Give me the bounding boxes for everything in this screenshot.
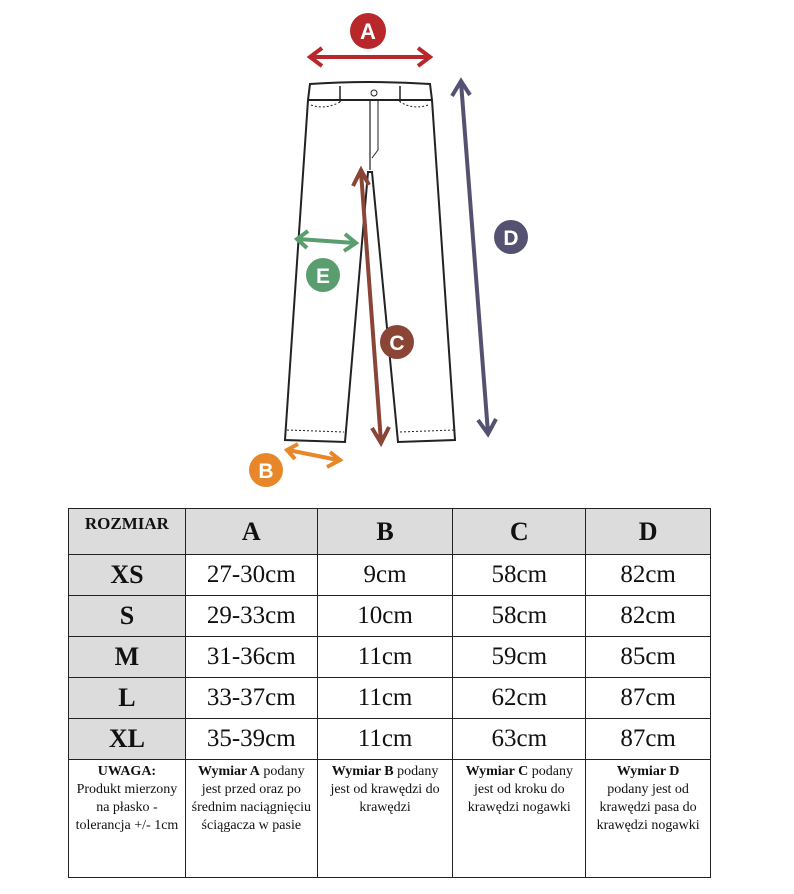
value-cell: 58cm <box>452 554 587 596</box>
note-b: Wymiar B podany jest od krawędzi do kraw… <box>316 759 454 878</box>
header-c: C <box>452 508 587 555</box>
value-cell: 82cm <box>585 554 711 596</box>
value-cell: 58cm <box>452 595 587 637</box>
header-b: B <box>316 508 454 555</box>
arrow-d <box>450 77 498 438</box>
value-cell: 63cm <box>452 718 587 760</box>
value-cell: 87cm <box>585 718 711 760</box>
value-cell: 11cm <box>316 718 454 760</box>
size-cell: L <box>68 677 186 719</box>
value-cell: 33-37cm <box>184 677 318 719</box>
header-a: A <box>184 508 318 555</box>
size-cell: XL <box>68 718 186 760</box>
svg-text:D: D <box>503 227 518 250</box>
svg-text:C: C <box>389 332 404 355</box>
svg-text:E: E <box>316 265 330 288</box>
value-cell: 11cm <box>316 677 454 719</box>
value-cell: 10cm <box>316 595 454 637</box>
value-cell: 9cm <box>316 554 454 596</box>
size-cell: M <box>68 636 186 678</box>
value-cell: 35-39cm <box>184 718 318 760</box>
value-cell: 62cm <box>452 677 587 719</box>
value-cell: 59cm <box>452 636 587 678</box>
size-cell: XS <box>68 554 186 596</box>
header-d: D <box>585 508 711 555</box>
arrow-a <box>306 46 434 68</box>
badge-a: A <box>350 13 386 49</box>
value-cell: 27-30cm <box>184 554 318 596</box>
value-cell: 31-36cm <box>184 636 318 678</box>
note-uwaga: UWAGA:Produkt mierzony na płasko - toler… <box>68 759 186 878</box>
svg-text:A: A <box>360 19 376 44</box>
badge-c: C <box>380 325 414 359</box>
badge-b: B <box>249 453 283 487</box>
value-cell: 82cm <box>585 595 711 637</box>
value-cell: 87cm <box>585 677 711 719</box>
value-cell: 85cm <box>585 636 711 678</box>
value-cell: 11cm <box>316 636 454 678</box>
value-cell: 29-33cm <box>184 595 318 637</box>
arrow-e <box>293 229 360 253</box>
badge-e: E <box>306 258 340 292</box>
svg-text:B: B <box>258 460 273 483</box>
header-size: ROZMIAR <box>68 508 186 555</box>
pants-outline <box>283 81 457 444</box>
badge-d: D <box>494 220 528 254</box>
arrow-c <box>351 165 391 448</box>
note-a: Wymiar A podany jest przed oraz po średn… <box>184 759 318 878</box>
arrow-b <box>283 442 344 469</box>
header-row: ROZMIAR A B C D <box>68 508 711 555</box>
notes-row: UWAGA:Produkt mierzony na płasko - toler… <box>68 759 711 878</box>
size-cell: S <box>68 595 186 637</box>
note-c: Wymiar C podany jest od kroku do krawędz… <box>452 759 587 878</box>
pants-measurement-diagram: A D C E B <box>249 13 528 487</box>
